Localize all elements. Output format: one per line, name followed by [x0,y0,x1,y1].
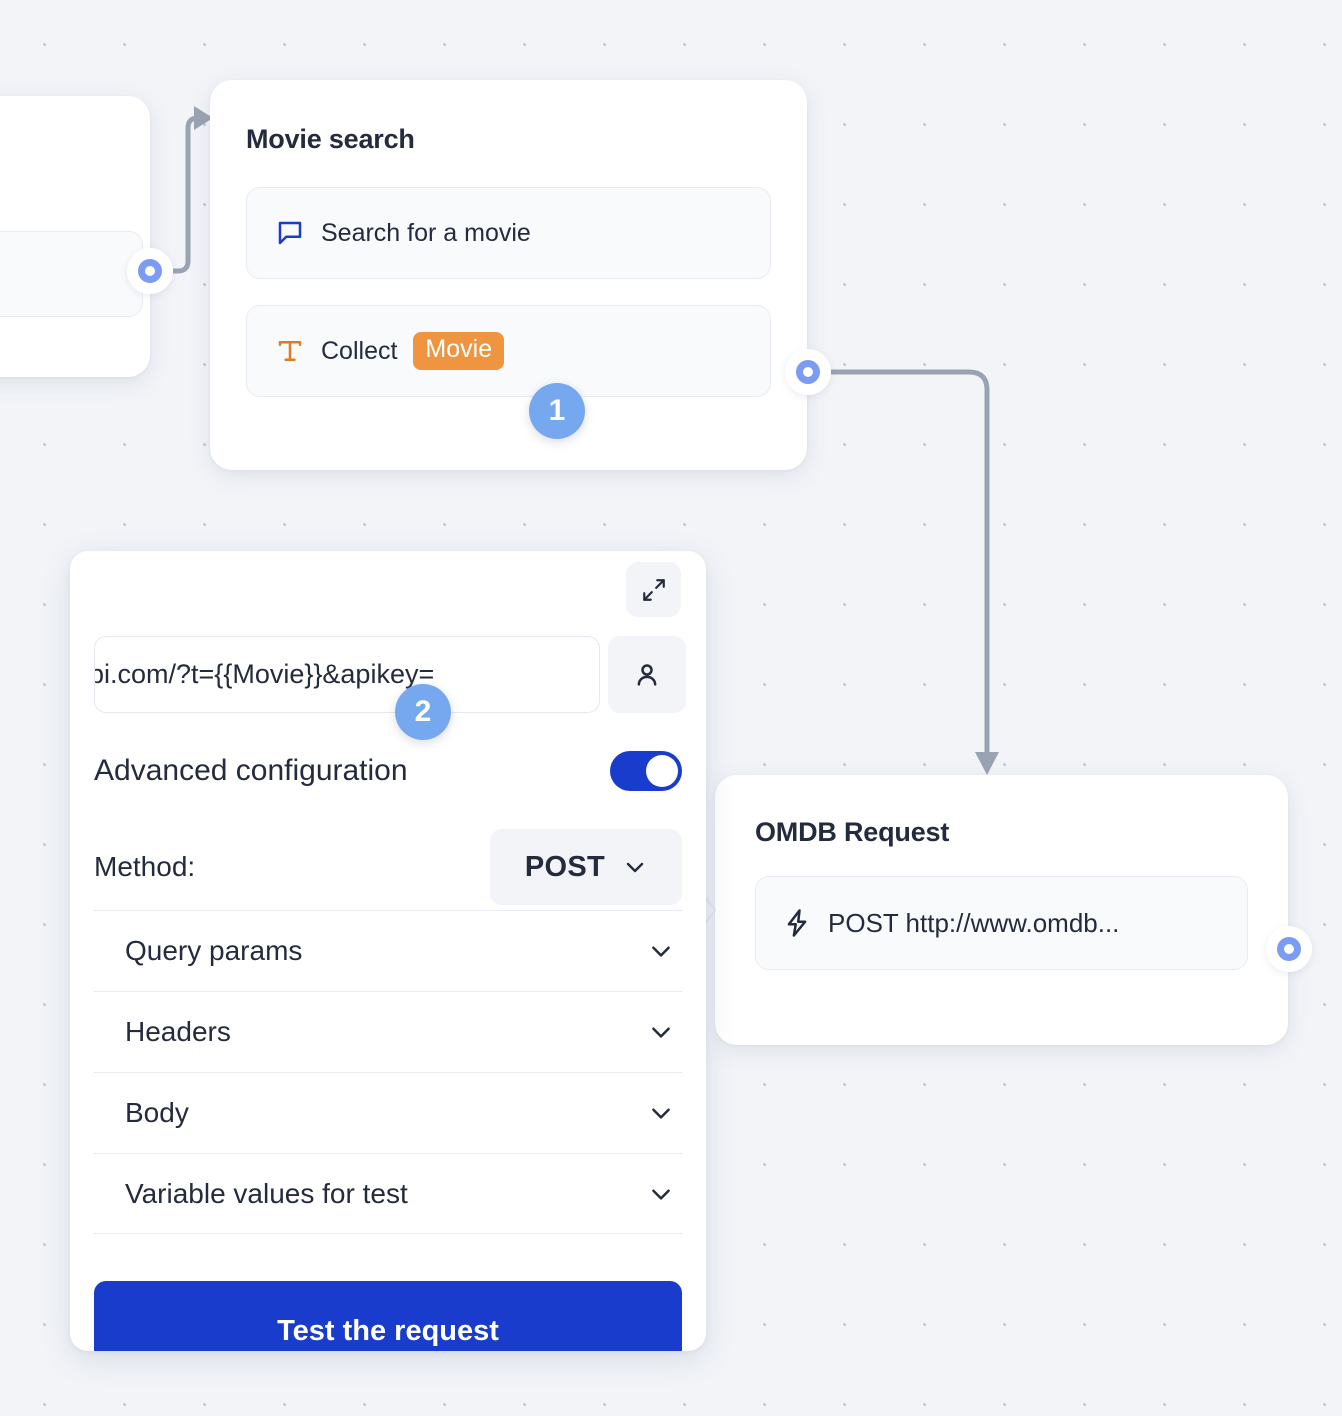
lightning-bolt-icon [782,908,812,938]
accordion-label: Body [125,1097,189,1128]
advanced-configuration-toggle[interactable] [610,751,682,791]
node-title-omdb-request: OMDB Request [755,817,950,847]
person-icon [632,660,662,690]
node-row-label: Search for a movie [321,218,531,247]
step-badge-1: 1 [529,383,585,439]
chevron-down-icon [648,938,674,964]
node-row-search-for-a-movie[interactable]: Search for a movie [246,187,771,279]
node-row-placeholder[interactable] [0,231,143,317]
node-title-movie-search: Movie search [246,124,415,154]
node-card-omdb-request[interactable]: OMDB Request POST http://www.omdb... [702,775,1288,1045]
test-the-request-button[interactable]: Test the request [94,1281,682,1351]
accordion-item-headers[interactable]: Headers [94,991,682,1072]
request-config-panel[interactable]: pi.com/?t={{Movie}}&apikey= Advanced con… [70,551,706,1351]
accordion-label: Query params [125,935,303,966]
advanced-configuration-label: Advanced configuration [94,754,408,787]
url-input[interactable]: pi.com/?t={{Movie}}&apikey= [94,636,600,713]
port-output-left-node[interactable] [127,248,173,294]
url-input-value: pi.com/?t={{Movie}}&apikey= [94,659,435,689]
node-row-collect-movie[interactable]: Collect Movie [246,305,771,397]
url-field-group[interactable]: pi.com/?t={{Movie}}&apikey= [94,636,686,713]
variable-tag-movie[interactable]: Movie [413,332,505,370]
user-button[interactable] [608,636,686,713]
accordion-item-variable-values-for-test[interactable]: Variable values for test [94,1153,682,1234]
method-label: Method: [94,851,196,882]
chevron-down-icon [648,1181,674,1207]
port-output-omdb-request[interactable] [1266,926,1312,972]
chevron-down-icon [623,855,647,879]
expand-button[interactable] [626,562,681,617]
expand-diagonal-icon [641,577,667,603]
request-sections-accordion: Query params Headers Body [94,910,682,1234]
advanced-configuration-row[interactable]: Advanced configuration [94,751,682,791]
node-input-notch [702,892,718,928]
node-row-label: Collect [321,336,398,365]
speech-bubble-icon [275,218,305,248]
accordion-item-body[interactable]: Body [94,1072,682,1153]
port-output-movie-search[interactable] [785,349,831,395]
accordion-item-query-params[interactable]: Query params [94,910,682,991]
node-row-label: POST http://www.omdb... [828,907,1120,938]
accordion-label: Variable values for test [125,1177,408,1209]
toggle-knob [646,755,678,787]
chevron-down-icon [648,1100,674,1126]
method-row: Method: POST [94,829,682,905]
method-select[interactable]: POST [490,829,682,905]
step-badge-2: 2 [395,684,451,740]
accordion-label: Headers [125,1016,231,1047]
node-card-partial[interactable] [0,96,150,377]
node-card-movie-search[interactable]: Movie search Search for a movie Collect … [210,80,807,470]
method-selected-value: POST [524,850,606,883]
node-row-post-request[interactable]: POST http://www.omdb... [755,876,1248,970]
chevron-down-icon [648,1019,674,1045]
text-t-icon [275,336,305,366]
